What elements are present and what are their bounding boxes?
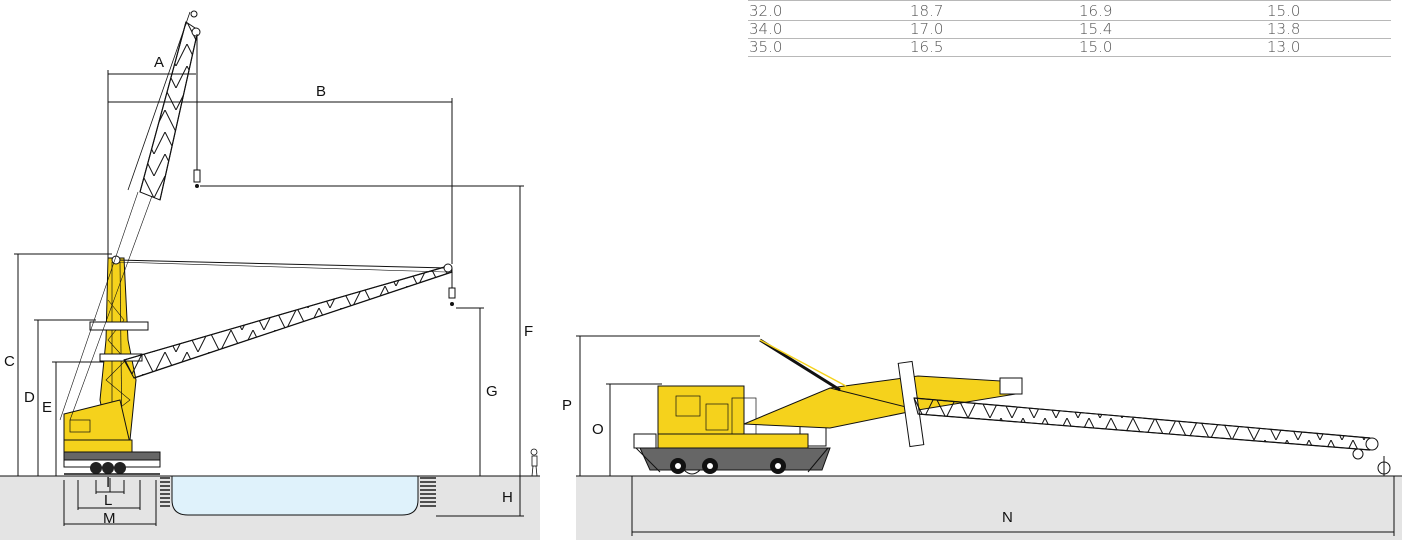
dim-label-f: F <box>524 323 533 340</box>
table-cell: 15.0 <box>1266 0 1391 21</box>
dim-label-i: I <box>106 474 110 491</box>
boom-raised <box>59 10 201 421</box>
transport-machine-house <box>657 385 809 449</box>
ground-right <box>576 476 1402 540</box>
transport-boom <box>913 397 1391 476</box>
boom-lowered <box>111 255 456 379</box>
right-transport-view: P O N <box>562 335 1402 540</box>
left-elevation-view: A B C D E F G H I L M <box>0 10 540 540</box>
dimension-lines-left <box>14 70 524 526</box>
table-cell: 17.0 <box>909 20 1078 39</box>
table-cell: 13.0 <box>1266 38 1391 57</box>
dim-label-d: D <box>24 389 35 406</box>
table-cell: 34.0 <box>748 20 909 39</box>
table-cell: 32.0 <box>748 0 909 21</box>
dim-label-b: B <box>316 83 326 100</box>
dim-label-o: O <box>592 421 604 438</box>
water-basin <box>171 475 419 516</box>
transport-chassis <box>633 425 831 475</box>
folded-tower <box>743 338 1023 448</box>
table-cell: 15.4 <box>1078 20 1266 39</box>
dim-label-e: E <box>42 399 52 416</box>
dim-label-g: G <box>486 383 498 400</box>
dim-label-c: C <box>4 353 15 370</box>
person-figure <box>530 448 538 477</box>
quay-wall-right <box>420 477 436 507</box>
table-row: 32.0 18.7 16.9 15.0 <box>748 0 1391 21</box>
table-cell: 16.9 <box>1078 0 1266 21</box>
table-cell: 16.5 <box>909 38 1078 57</box>
quay-wall-left <box>160 477 170 507</box>
table-cell: 13.8 <box>1266 20 1391 39</box>
dimension-lines-right <box>576 335 1395 536</box>
dim-label-p: P <box>562 397 572 414</box>
table-cell: 18.7 <box>909 0 1078 21</box>
dim-label-n: N <box>1002 509 1013 526</box>
table-cell: 15.0 <box>1078 38 1266 57</box>
table-row: 34.0 17.0 15.4 13.8 <box>748 20 1391 39</box>
dim-label-h: H <box>502 489 513 506</box>
capacity-table: 32.0 18.7 16.9 15.0 34.0 17.0 15.4 13.8 … <box>748 0 1391 57</box>
table-row: 35.0 16.5 15.0 13.0 <box>748 38 1391 57</box>
dim-label-l: L <box>104 492 112 509</box>
dim-label-a: A <box>154 54 164 71</box>
table-cell: 35.0 <box>748 38 909 57</box>
undercarriage <box>63 451 161 475</box>
dim-label-m: M <box>103 510 116 527</box>
machinery-house <box>63 399 133 453</box>
